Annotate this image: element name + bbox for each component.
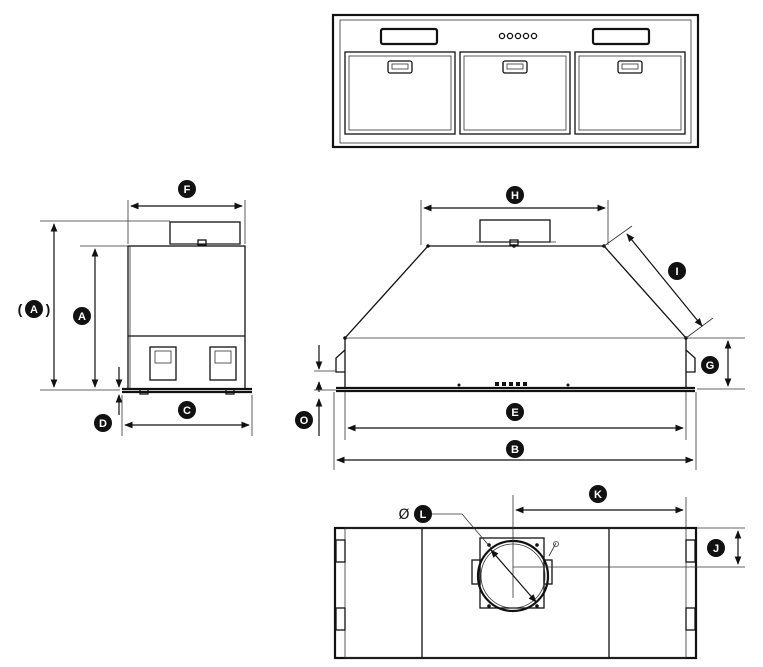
front-elevation <box>335 219 696 393</box>
filter-middle <box>459 51 571 135</box>
svg-text:E: E <box>511 407 518 419</box>
label-j-badge: J <box>707 539 725 557</box>
svg-text:D: D <box>99 418 107 430</box>
svg-text:(: ( <box>18 301 23 317</box>
label-e-badge: E <box>506 403 524 421</box>
front-panel-inner <box>339 19 692 144</box>
side-bracket-left <box>149 346 177 381</box>
hook-right <box>685 349 696 373</box>
label-badges: F ( A ) A D C H I G <box>18 180 725 557</box>
front-body <box>344 245 687 388</box>
label-k-badge: K <box>589 485 607 503</box>
plan-view <box>333 495 745 660</box>
side-bracket-right <box>209 346 237 381</box>
side-dimensions <box>40 200 253 436</box>
control-buttons <box>498 32 538 40</box>
svg-text:Ø: Ø <box>398 507 409 523</box>
hook-left <box>335 349 346 373</box>
filter-handle <box>502 60 528 74</box>
right-light <box>591 27 651 46</box>
label-a-badge: A <box>73 307 91 325</box>
label-f-badge: F <box>178 180 196 198</box>
front-panel-outline <box>331 13 700 149</box>
front-view <box>331 13 700 149</box>
label-g-badge: G <box>701 356 719 374</box>
label-h-badge: H <box>506 186 524 204</box>
plan-outline <box>333 526 698 660</box>
svg-text:B: B <box>511 444 519 456</box>
filter-left <box>344 51 456 135</box>
svg-text:K: K <box>594 489 602 501</box>
label-a-paren-badge: ( A ) <box>18 300 51 318</box>
front-dimensions <box>314 200 745 470</box>
front-buttons <box>495 382 527 386</box>
svg-text:J: J <box>713 543 719 555</box>
label-l-badge: Ø L <box>398 505 432 523</box>
svg-text:A: A <box>78 311 86 323</box>
side-duct-collar <box>169 221 241 245</box>
left-light <box>379 27 439 46</box>
svg-text:G: G <box>706 360 715 372</box>
label-b-badge: B <box>506 440 524 458</box>
filter-handle <box>387 60 413 74</box>
plan-dimensions <box>432 497 745 603</box>
label-i-badge: I <box>668 262 686 280</box>
label-c-badge: C <box>178 401 196 419</box>
svg-text:H: H <box>511 190 519 202</box>
label-d-badge: D <box>94 414 112 432</box>
svg-text:F: F <box>184 184 191 196</box>
svg-text:C: C <box>183 405 191 417</box>
side-view <box>122 221 252 395</box>
label-o-badge: O <box>295 411 313 429</box>
filter-right <box>574 51 686 135</box>
svg-text:I: I <box>675 266 678 278</box>
front-duct-collar <box>479 219 551 243</box>
svg-text:): ) <box>46 301 51 317</box>
svg-text:A: A <box>30 304 38 316</box>
svg-text:L: L <box>420 509 427 521</box>
svg-text:O: O <box>300 415 309 427</box>
filter-handle <box>617 60 643 74</box>
side-body <box>127 245 246 390</box>
